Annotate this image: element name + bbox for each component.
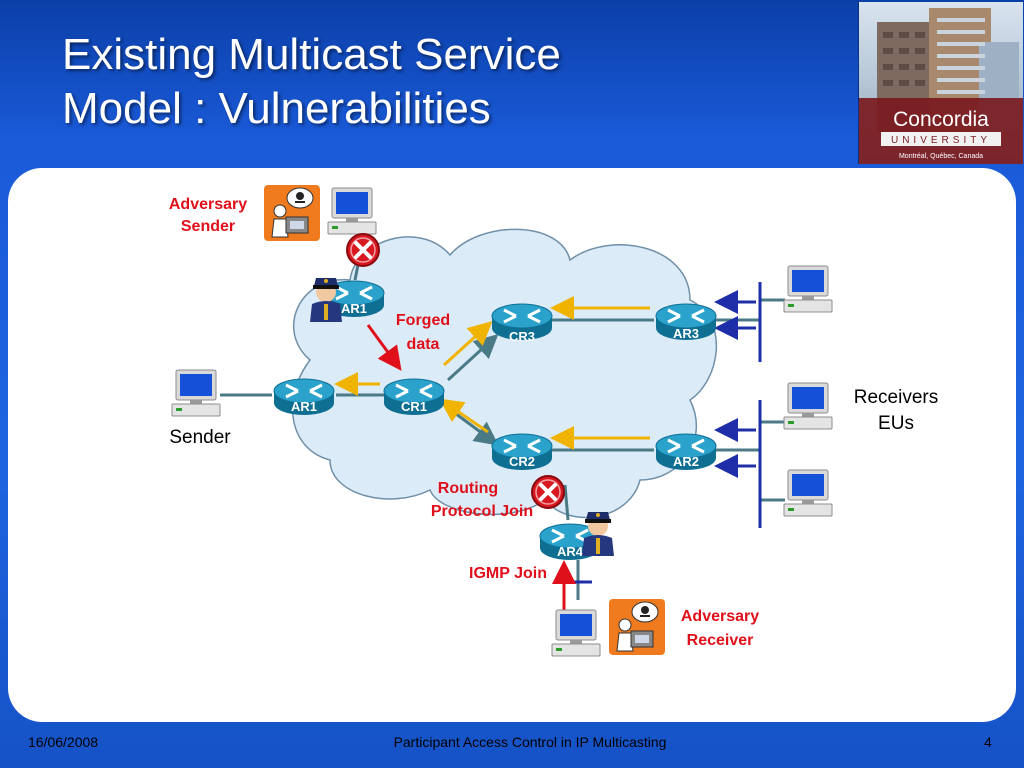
router-ar1-top-label: AR1: [341, 301, 367, 316]
sender-label: Sender: [169, 427, 231, 448]
router-cr3: CR3: [490, 302, 554, 344]
forged-data-label-2: data: [407, 336, 440, 353]
slide-title: Existing Multicast Service Model : Vulne…: [62, 28, 842, 136]
blocked-join-icon: [530, 474, 566, 510]
logo-location: Montréal, Québec, Canada: [899, 153, 983, 160]
adversary-sender-label-2: Sender: [181, 218, 235, 235]
adversary-sender-icon: [263, 184, 321, 242]
logo-university: UNIVERSITY: [891, 135, 991, 146]
adversary-receiver-label-2: Receiver: [687, 632, 754, 649]
router-ar1-left-label: AR1: [291, 399, 317, 414]
footer-date: 16/06/2008: [28, 734, 99, 750]
router-cr3-label: CR3: [509, 329, 535, 344]
router-ar2-label: AR2: [673, 454, 699, 469]
router-ar3-label: AR3: [673, 326, 699, 341]
title-line-2: Model : Vulnerabilities: [62, 84, 491, 133]
routing-join-label-2: Protocol Join: [431, 503, 533, 520]
router-ar2: AR2: [654, 432, 718, 472]
router-cr2-label: CR2: [509, 454, 535, 469]
router-cr1: CR1: [382, 377, 446, 417]
adversary-sender-computer-icon: [327, 187, 377, 235]
footer-title: Participant Access Control in IP Multica…: [393, 734, 667, 750]
receiver-computer-icon-2: [783, 382, 833, 430]
adversary-sender-label-1: Adversary: [169, 196, 247, 213]
router-ar4: AR4: [538, 522, 602, 562]
router-ar3: AR3: [654, 302, 718, 342]
receivers-label-2: EUs: [878, 413, 914, 434]
adversary-receiver-computer-icon: [551, 609, 601, 657]
adversary-receiver-label-1: Adversary: [681, 608, 759, 625]
router-cr1-label: CR1: [401, 399, 427, 414]
igmp-join-label: IGMP Join: [469, 565, 547, 582]
routing-join-label-1: Routing: [438, 480, 498, 497]
blocked-sender-icon: [345, 232, 381, 268]
adversary-receiver-icon: [608, 598, 666, 656]
logo-name: Concordia: [893, 108, 989, 131]
receivers-label-1: Receivers: [854, 387, 938, 408]
sender-computer-icon: [171, 369, 221, 417]
router-ar1-top: AR1: [322, 279, 386, 319]
title-line-1: Existing Multicast Service: [62, 30, 561, 79]
footer-page-number: 4: [984, 734, 992, 750]
university-logo: Concordia UNIVERSITY Montréal, Québec, C…: [858, 2, 1023, 164]
router-ar1-left: AR1: [272, 377, 336, 417]
receiver-computer-icon-3: [783, 469, 833, 517]
receiver-computer-icon-1: [783, 265, 833, 313]
forged-data-label-1: Forged: [396, 312, 450, 329]
network-cloud: [291, 228, 717, 519]
router-cr2: CR2: [490, 432, 554, 472]
router-ar4-label: AR4: [557, 544, 584, 559]
